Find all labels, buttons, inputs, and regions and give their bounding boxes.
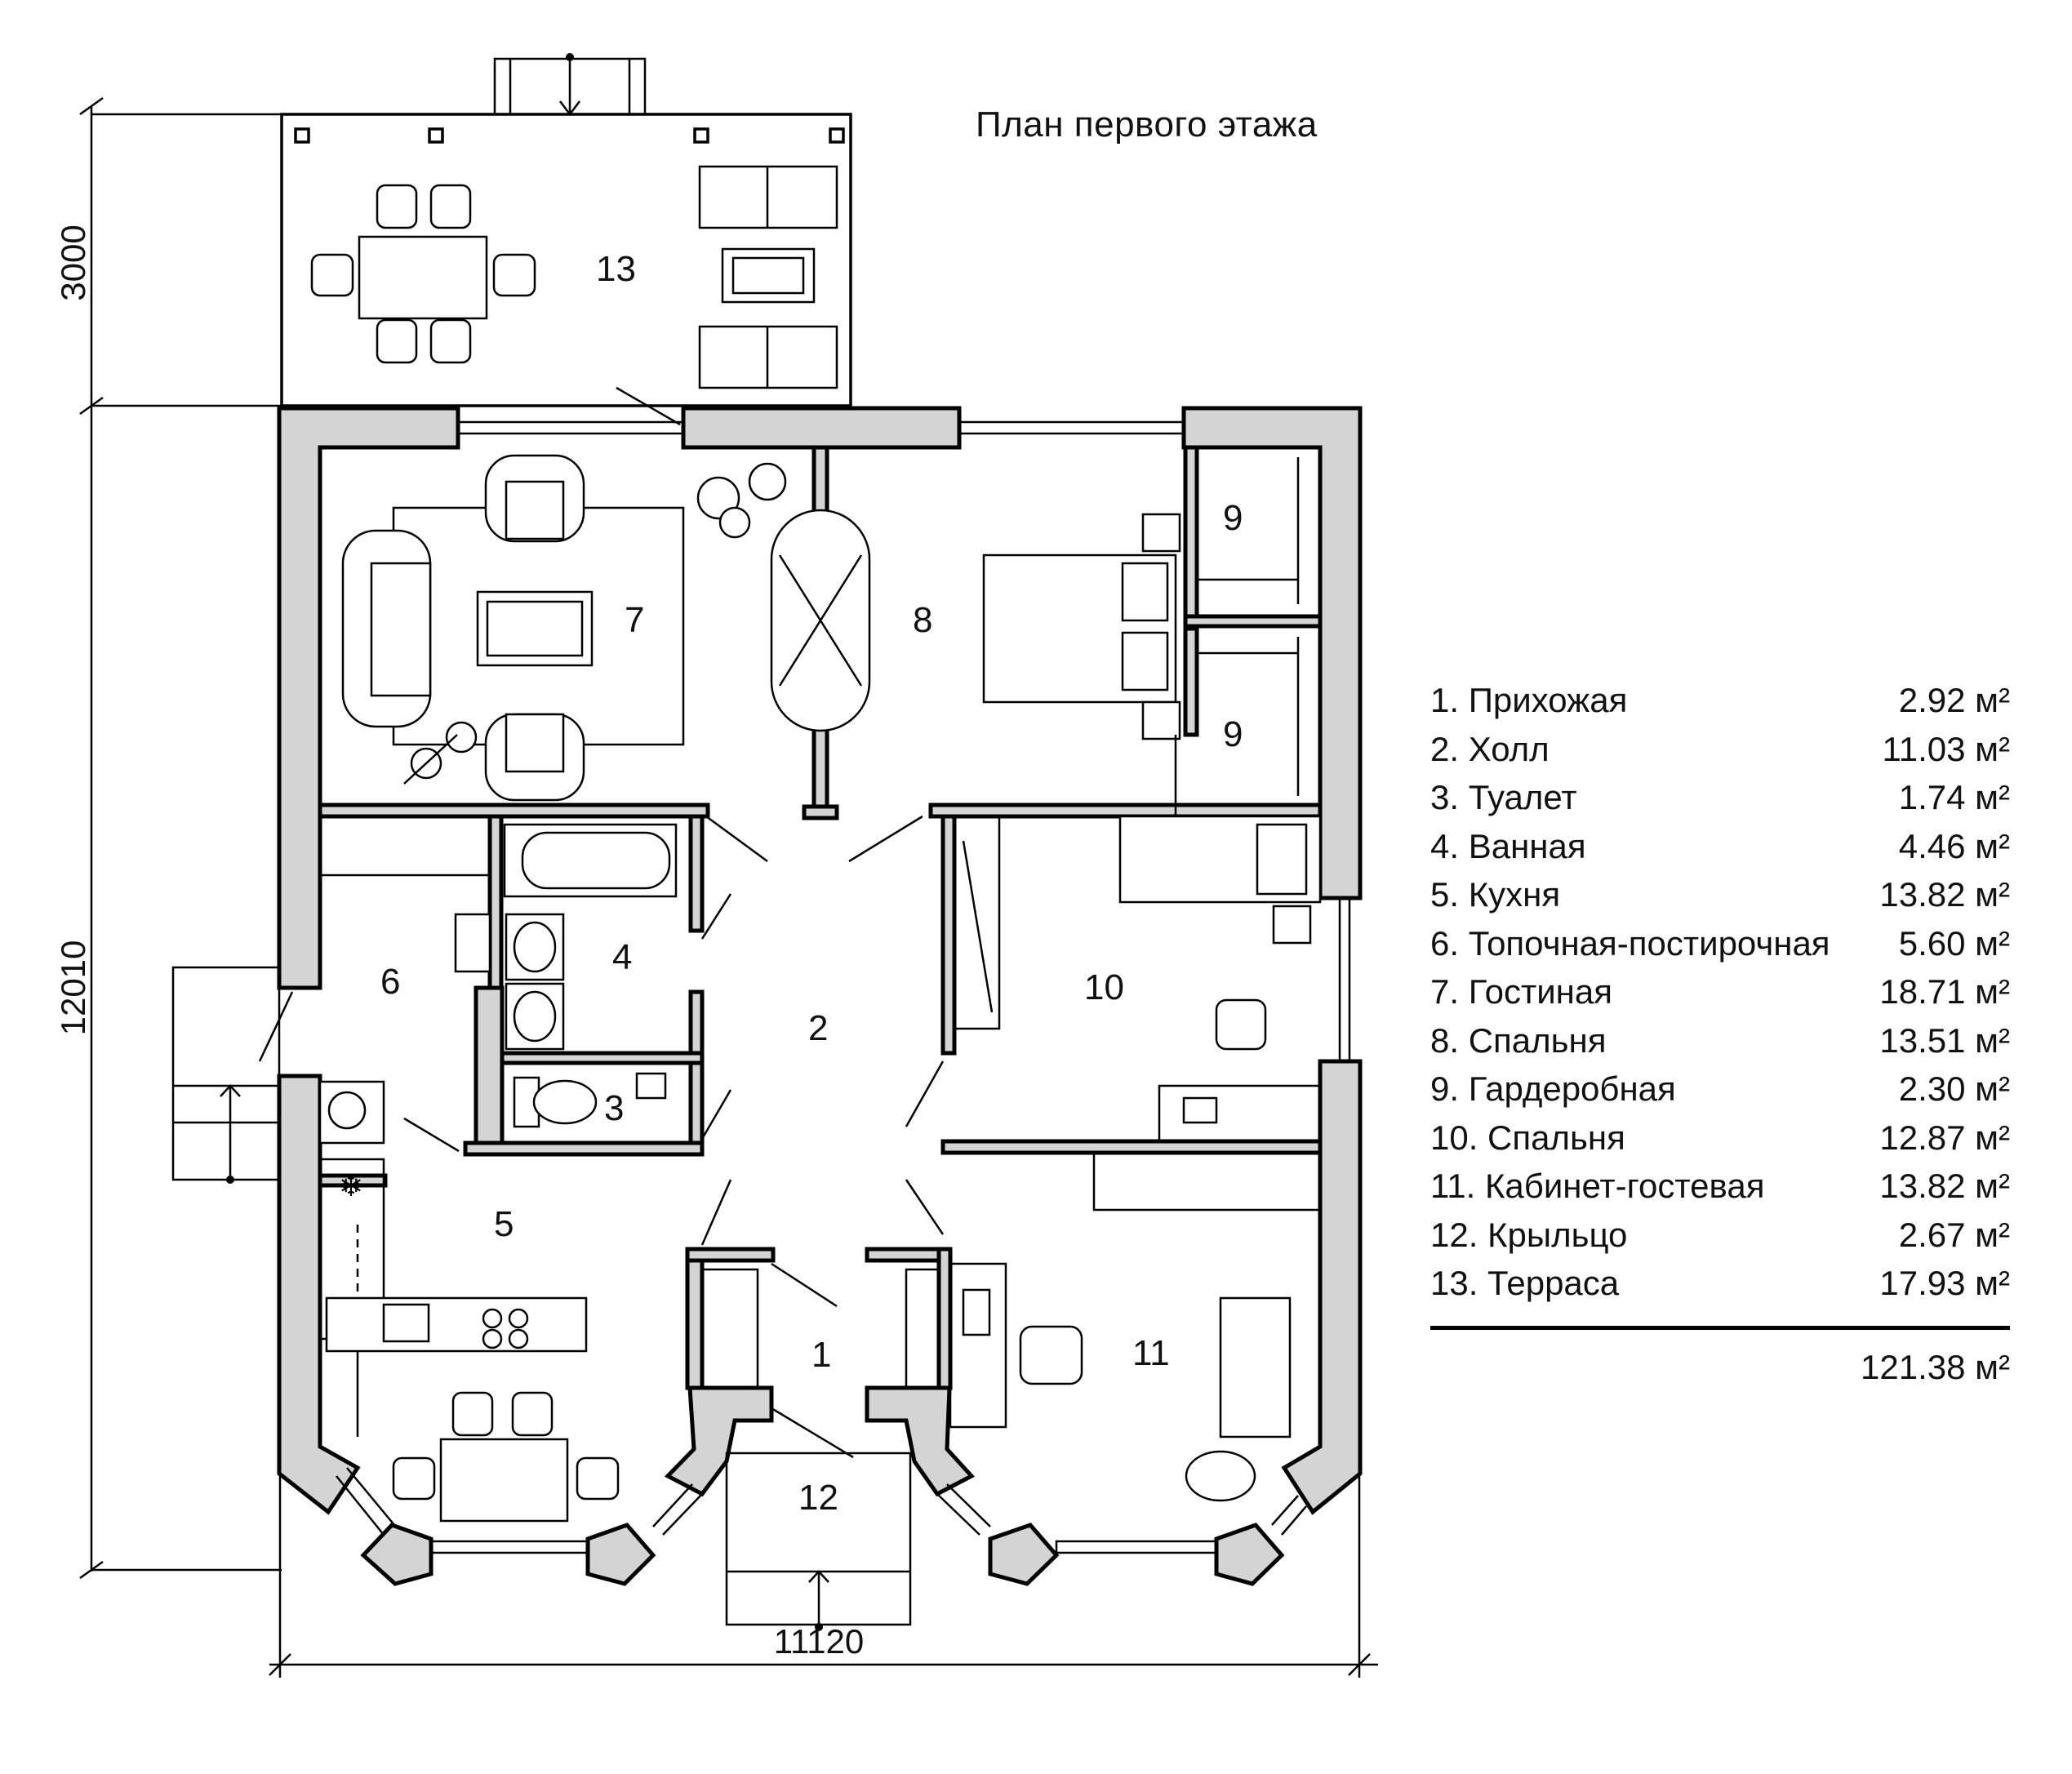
room-label-9-lower: 9 xyxy=(1223,714,1243,754)
legend-room-name: 10. Спальня xyxy=(1430,1118,1625,1157)
study-11-furniture xyxy=(949,1151,1322,1502)
door-swings xyxy=(403,815,945,1246)
legend-room-area: 4.46 м² xyxy=(1898,826,2010,865)
legend-room-area: 13.82 м² xyxy=(1879,875,2010,914)
bathroom-furniture xyxy=(503,823,678,1128)
legend-room-area: 1.74 м² xyxy=(1898,778,2010,816)
legend-room-area: 5.60 м² xyxy=(1898,923,2010,963)
legend-row: 11. Кабинет-гостевая 13.82 м² xyxy=(1430,1162,2010,1211)
room-label-11: 11 xyxy=(1132,1333,1170,1373)
legend-row: 3. Туалет 1.74 м² xyxy=(1430,773,2010,822)
room-label-8: 8 xyxy=(913,600,933,640)
laundry-furniture xyxy=(318,815,491,1145)
legend-room-name: 1. Прихожая xyxy=(1430,681,1628,719)
legend-total-area: 121.38 м² xyxy=(1861,1347,2010,1386)
window-strips xyxy=(336,420,1351,1554)
room-label-3: 3 xyxy=(604,1088,625,1128)
legend-divider xyxy=(1430,1325,2010,1330)
plan-title: План первого этажа xyxy=(976,104,1318,144)
legend-room-name: 3. Туалет xyxy=(1430,778,1577,816)
room-label-6: 6 xyxy=(380,962,401,1002)
wardrobe-9-rails xyxy=(1197,457,1300,796)
plant-icon xyxy=(696,462,787,539)
legend-room-area: 17.93 м² xyxy=(1879,1264,2010,1302)
legend-room-area: 2.30 м² xyxy=(1898,1069,2010,1108)
legend-room-area: 18.71 м² xyxy=(1879,972,2010,1011)
legend-row: 4. Ванная 4.46 м² xyxy=(1430,822,2010,871)
terrace-chair-icons xyxy=(310,184,536,364)
legend-row: 7. Гостиная 18.71 м² xyxy=(1430,967,2010,1016)
room-label-13: 13 xyxy=(596,249,636,289)
room-label-10: 10 xyxy=(1084,967,1124,1007)
legend-room-area: 2.67 м² xyxy=(1898,1215,2010,1254)
room-label-1: 1 xyxy=(811,1335,832,1375)
interior-walls xyxy=(318,445,1323,1390)
bedroom-8-furniture xyxy=(770,509,1181,849)
legend-room-name: 4. Ванная xyxy=(1430,826,1586,865)
room-label-9-upper: 9 xyxy=(1223,498,1243,538)
entrance-furniture xyxy=(700,1262,940,1389)
legend-room-area: 13.51 м² xyxy=(1879,1020,2010,1060)
terrace xyxy=(280,53,852,426)
legend-room-name: 13. Терраса xyxy=(1430,1264,1620,1302)
legend-row: 6. Топочная-постирочная 5.60 м² xyxy=(1430,919,2010,968)
side-entrance-steps xyxy=(171,966,294,1184)
porch xyxy=(725,1407,912,1631)
legend-row: 12. Крыльцо 2.67 м² xyxy=(1430,1211,2010,1260)
legend-room-name: 9. Гардеробная xyxy=(1430,1069,1676,1108)
legend-row: 8. Спальня 13.51 м² xyxy=(1430,1016,2010,1065)
living-room-furniture xyxy=(341,454,685,802)
legend-room-area: 12.87 м² xyxy=(1879,1118,2010,1157)
snowflake-icon: ❄ xyxy=(339,1169,363,1203)
room-label-2: 2 xyxy=(808,1008,829,1048)
room-area-legend: 1. Прихожая 2.92 м² 2. Холл 11.03 м² 3. Ту… xyxy=(1430,676,2010,1387)
room-label-4: 4 xyxy=(612,937,633,977)
legend-room-name: 8. Спальня xyxy=(1430,1020,1607,1060)
legend-row: 5. Кухня 13.82 м² xyxy=(1430,870,2010,919)
legend-row: 1. Прихожая 2.92 м² xyxy=(1430,676,2010,725)
room-label-12: 12 xyxy=(798,1478,838,1518)
legend-room-name: 11. Кабинет-гостевая xyxy=(1430,1167,1765,1205)
dim-house-depth: 12010 xyxy=(54,940,92,1036)
legend-row: 13. Терраса 17.93 м² xyxy=(1430,1259,2010,1308)
kitchen-furniture: ❄ xyxy=(318,1158,620,1523)
legend-row: 9. Гардеробная 2.30 м² xyxy=(1430,1065,2010,1114)
legend-room-name: 6. Топочная-постирочная xyxy=(1430,923,1830,963)
legend-room-name: 2. Холл xyxy=(1430,729,1550,768)
legend-row: 10. Спальня 12.87 м² xyxy=(1430,1114,2010,1163)
bedroom-10-furniture xyxy=(953,815,1322,1143)
dim-terrace-depth: 3000 xyxy=(54,225,92,300)
room-label-7: 7 xyxy=(625,600,645,640)
legend-room-area: 13.82 м² xyxy=(1879,1167,2010,1205)
legend-room-area: 11.03 м² xyxy=(1882,729,2010,768)
legend-room-name: 7. Гостиная xyxy=(1430,972,1612,1011)
legend-room-name: 5. Кухня xyxy=(1430,875,1561,914)
legend-room-area: 2.92 м² xyxy=(1898,681,2010,719)
legend-row: 2. Холл 11.03 м² xyxy=(1430,725,2010,774)
room-label-5: 5 xyxy=(494,1204,514,1244)
legend-room-name: 12. Крыльцо xyxy=(1430,1215,1628,1254)
